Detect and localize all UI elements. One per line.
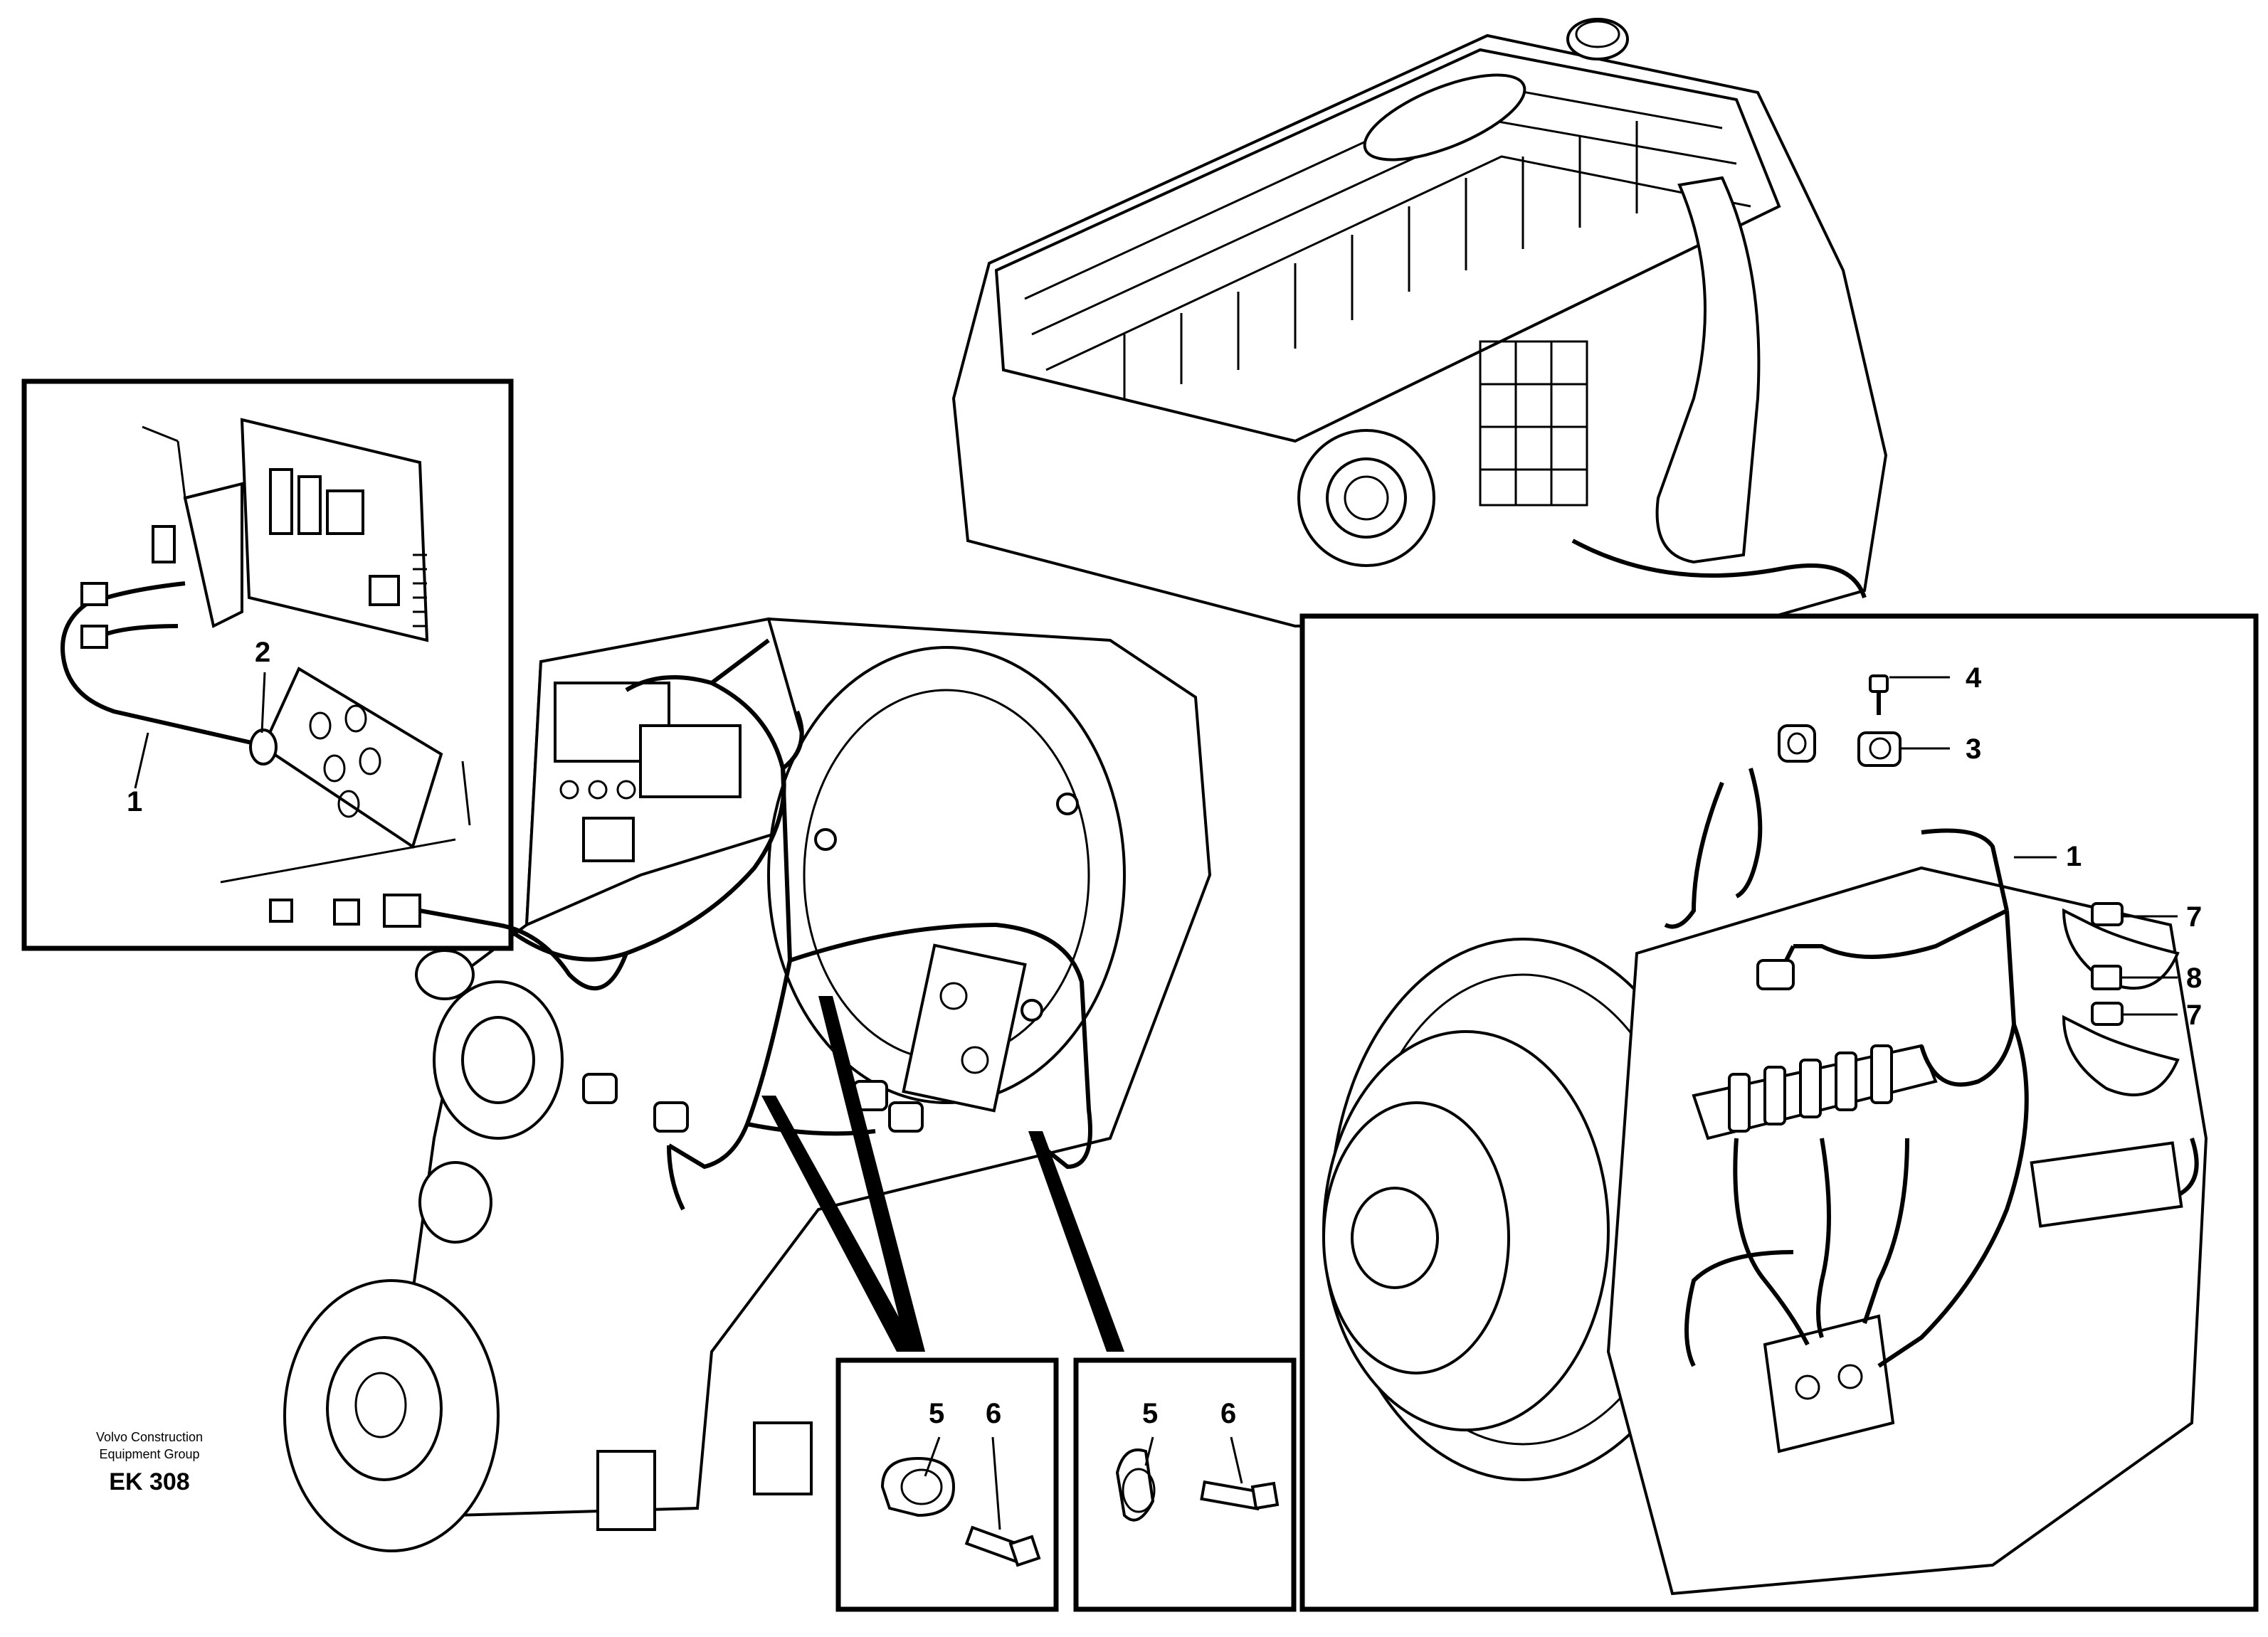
turbocharger-icon [1297,429,1435,567]
flange-bolt-icon [964,1525,1041,1567]
transmission-wiring-harness [497,638,1092,1211]
oil-filler-cap-icon [1566,18,1629,60]
callout-1: 1 [127,786,142,817]
publisher-credit: Volvo Construction Equipment Group EK 30… [28,1429,270,1496]
callout-5: 5 [929,1398,944,1429]
callout-5: 5 [1142,1398,1158,1429]
cable-clamp-icon [1857,731,1902,767]
callout-7: 7 [2186,901,2202,933]
hose-clamp-icon [880,1456,956,1517]
engine-illustration [951,18,1888,628]
callout-7: 7 [2186,1000,2202,1031]
inset-transmission-detail: 4 3 1 7 8 7 [1299,613,2259,1612]
pin-rows [413,553,427,627]
output-flange-upper-icon [415,949,564,1140]
control-unit-board-icon [142,418,429,642]
detail-wiring-harness [1664,768,2199,1368]
engine-block-grid [1479,340,1588,507]
callout-6: 6 [986,1398,1001,1429]
cable-harness-icon [60,581,278,765]
valve-cover-ribs [1123,121,1638,398]
hose-clamp-icon [1115,1448,1156,1522]
callout-3: 3 [1966,733,1981,765]
shift-valve-icon [902,943,1027,1113]
callout-2: 2 [255,637,270,668]
inset-clip-b: 5 6 [1073,1357,1297,1612]
transmission-illustration [283,617,1212,1552]
pipe-clamp-icon [1778,724,1816,763]
flywheel-housing-icon [767,646,1126,1104]
credit-line-1: Volvo Construction [95,1430,204,1444]
callout-4: 4 [1966,662,1982,694]
callout-6: 6 [1220,1398,1236,1429]
valve-block-icon [554,682,742,862]
callout-8: 8 [2186,963,2202,994]
flange-bolt-icon [1200,1480,1280,1511]
credit-line-2: Equipment Group [99,1447,200,1461]
mounting-screw-icon [1869,674,1889,715]
callout-1: 1 [2066,841,2082,872]
callout-wedges [761,996,1124,1352]
cable-connector-row-icon [220,838,499,928]
inset-control-unit: 1 2 [21,378,514,951]
valve-manifold-icon [1692,1044,1938,1140]
sensor-fittings [582,1073,924,1133]
illustration-code: EK 308 [109,1468,190,1495]
output-flange-lower-icon [283,1279,500,1552]
inset-clip-a: 5 6 [835,1357,1059,1612]
spacer-block-icon [2091,965,2122,990]
control-valve-lower-icon [1763,1314,1895,1453]
